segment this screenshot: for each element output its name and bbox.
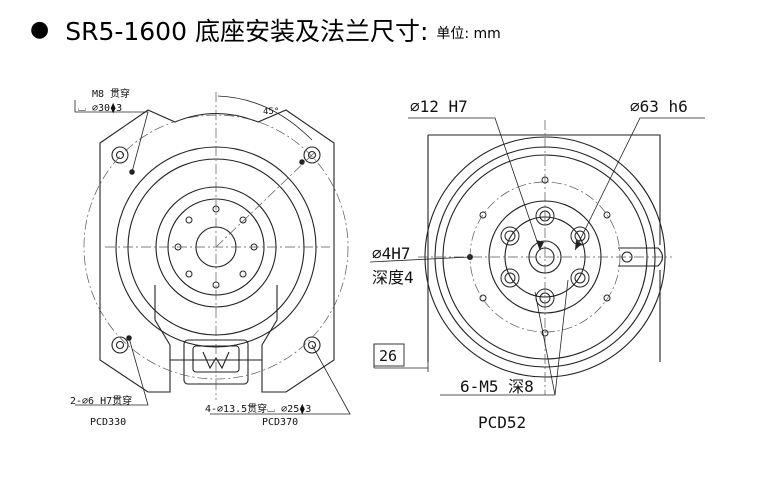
pin-depth-label: 深度4 — [372, 268, 414, 287]
page-title: SR5-1600 底座安装及法兰尺寸: — [65, 17, 429, 46]
mount-hole-tl — [111, 146, 129, 164]
offset-label: 26 — [379, 347, 397, 365]
page-title-row: ● SR5-1600 底座安装及法兰尺寸: 单位: mm — [30, 10, 501, 50]
pin-pcd: PCD330 — [90, 417, 126, 428]
bullet-icon: ● — [30, 17, 50, 42]
mount-hole-bl — [111, 336, 129, 354]
pin-label: 2-∅6 H7贯穿 — [70, 394, 132, 407]
arrow-bore — [536, 240, 544, 250]
angle-label: 45° — [263, 107, 279, 117]
side-connector — [618, 247, 664, 267]
unit-label: 单位: mm — [436, 26, 501, 42]
bolt-label: 4-∅13.5贯穿⌴ ∅25⧫3 — [205, 402, 311, 415]
thread-pcd: PCD52 — [478, 413, 526, 432]
left-centerlines — [83, 92, 349, 400]
right-leaders — [369, 117, 705, 396]
base-rib-left — [154, 285, 171, 360]
base-rib-right — [261, 285, 278, 360]
counterbore-label: ⌴ ∅30⧫3 — [78, 102, 122, 114]
m8-label: M8 贯穿 — [92, 87, 130, 100]
bore-label: ∅12 H7 — [410, 97, 468, 116]
mount-hole-tr — [303, 146, 321, 164]
flange-housing — [427, 134, 661, 362]
bolt-pcd: PCD370 — [262, 417, 298, 428]
arrow-shaft — [575, 240, 582, 250]
thread-label: 6-M5 深8 — [460, 377, 534, 396]
offset-box — [373, 343, 405, 367]
pin-hole-right — [299, 159, 305, 165]
pin-diameter-label: ∅4H7 — [372, 244, 411, 263]
shaft-label: ∅63 h6 — [630, 97, 688, 116]
left-leaders — [74, 95, 351, 415]
